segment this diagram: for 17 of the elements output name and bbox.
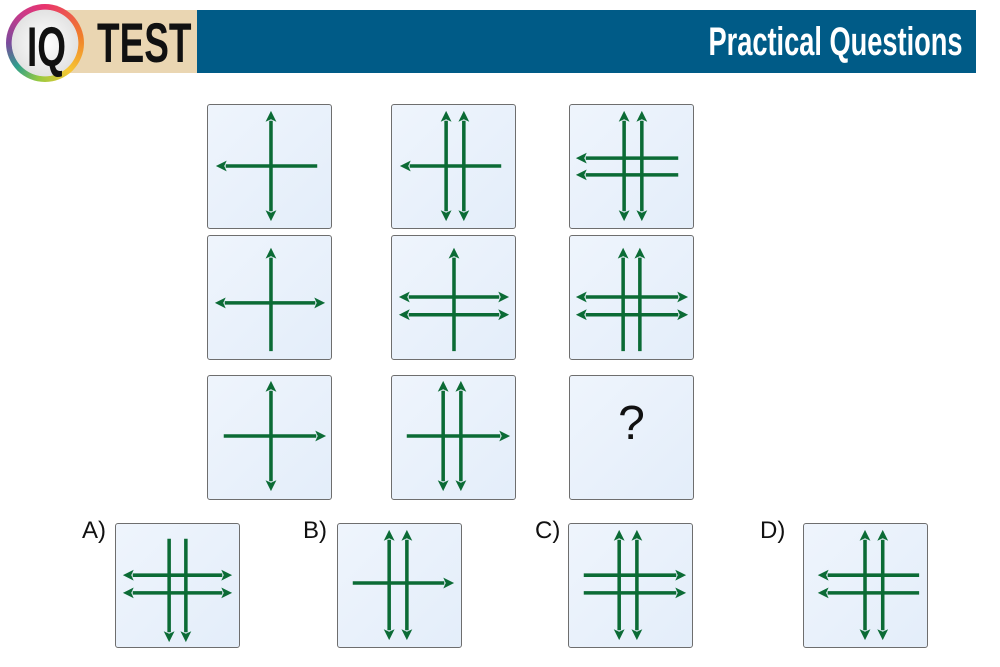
header-text: TEST <box>97 15 192 71</box>
badge-text: IQ <box>27 19 66 75</box>
option-label: A) <box>82 519 106 543</box>
option-label: D) <box>760 519 786 543</box>
puzzle-tile <box>569 375 694 500</box>
puzzle-tile <box>391 375 516 500</box>
puzzle-tile <box>207 375 332 500</box>
puzzle-tile <box>569 104 694 229</box>
question-mark: ? <box>618 400 645 448</box>
puzzle-tile <box>569 235 694 360</box>
puzzle-tile <box>207 235 332 360</box>
page-title: Practical Questions <box>708 22 962 62</box>
puzzle-tile <box>391 104 516 229</box>
puzzle-tile <box>207 104 332 229</box>
option-label: B) <box>303 519 327 543</box>
puzzle-tile <box>391 235 516 360</box>
option-label: C) <box>535 519 560 543</box>
